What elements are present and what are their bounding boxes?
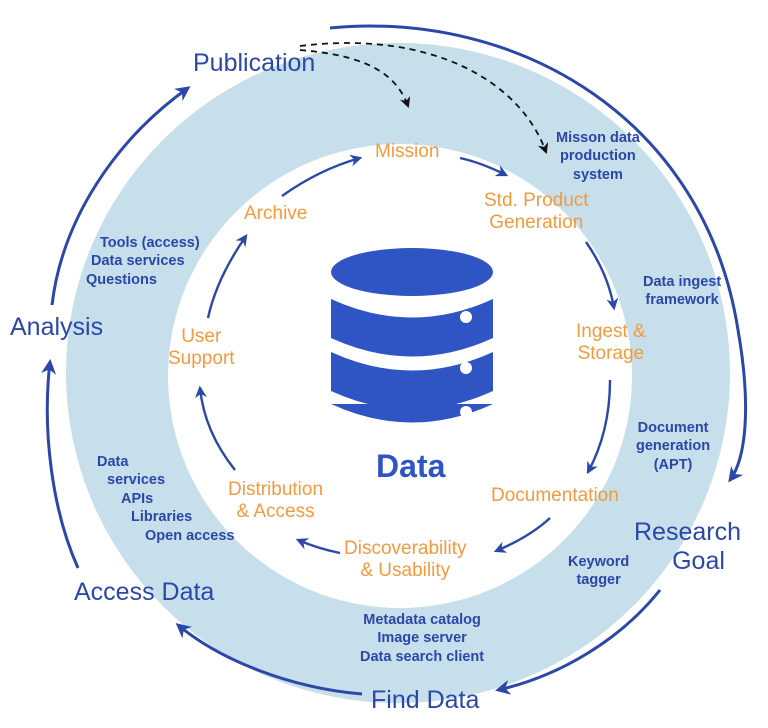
inner-arrow-user-support-to-archive: [206, 234, 248, 319]
tools-keyword-tagger: Keyword tagger: [568, 554, 630, 589]
inner-arrow-distribution-to-user-support: [194, 385, 236, 471]
inner-arrow-discoverability-to-distribution: [295, 538, 341, 555]
stage-publication: Publication: [193, 49, 316, 77]
inner-arrow-archive-to-mission: [281, 154, 363, 197]
stage-discoverability-usability: Discoverability & Usability: [344, 538, 467, 581]
stage-find-data: Find Data: [371, 686, 480, 714]
inner-arrow-std-to-ingest: [585, 241, 619, 311]
stage-user-support: User Support: [168, 326, 235, 369]
tools-mission-system: Misson data production system: [556, 130, 640, 183]
inner-arrow-documentation-to-discoverability: [493, 517, 551, 553]
outer-arrow-find-to-access: [175, 623, 363, 696]
stage-analysis: Analysis: [10, 313, 104, 341]
outer-arrow-research-to-find: [495, 589, 662, 695]
tools-analysis: Tools (access) Data services Questions: [86, 235, 200, 288]
outer-arrow-access-to-analysis: [41, 359, 80, 569]
tools-find-data: Metadata catalog Image server Data searc…: [360, 612, 485, 665]
dashed-arrow-to-mission-system: [299, 42, 549, 155]
stage-ingest-storage: Ingest & Storage: [576, 321, 646, 364]
inner-arrow-ingest-to-documentation: [586, 379, 612, 475]
tools-document-generation: Document generation (APT): [636, 420, 711, 473]
tools-access-data: Data services APIs Libraries Open access: [97, 454, 235, 544]
lifecycle-ring: [65, 42, 731, 704]
center-data-label: Data: [376, 448, 446, 484]
outer-arrow-publication-to-research: [329, 24, 748, 483]
stage-mission: Mission: [375, 141, 440, 162]
stage-distribution-access: Distribution & Access: [228, 479, 324, 522]
outer-arrow-analysis-to-publication: [50, 86, 191, 306]
database-icon: [331, 248, 493, 423]
stage-access-data: Access Data: [74, 578, 215, 606]
stage-std-product-generation: Std. Product Generation: [484, 190, 589, 233]
inner-arrow-mission-to-std: [459, 156, 509, 177]
tools-ingest-framework: Data ingest framework: [643, 274, 722, 309]
stage-documentation: Documentation: [491, 485, 619, 506]
stage-research-goal: Research Goal: [634, 518, 741, 575]
stage-archive: Archive: [244, 203, 308, 224]
